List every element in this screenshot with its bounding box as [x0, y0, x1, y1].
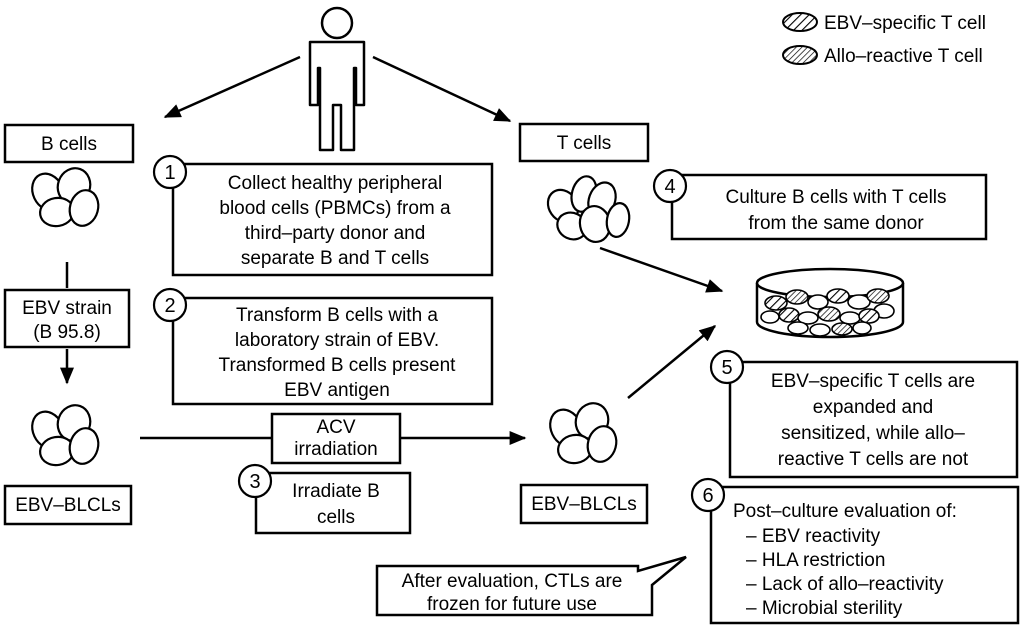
legend-ebv-specific: EBV–specific T cell — [782, 12, 986, 34]
svg-text:reactive T cells are not: reactive T cells are not — [778, 449, 969, 470]
callout-bubble: After evaluation, CTLs are frozen for fu… — [375, 555, 687, 617]
svg-text:third–party donor and: third–party donor and — [245, 223, 426, 244]
donor-arrows — [163, 55, 512, 123]
svg-text:(B 95.8): (B 95.8) — [33, 322, 101, 343]
step-1: 1 Collect healthy peripheral blood cells… — [152, 154, 494, 277]
svg-text:sensitized, while allo–: sensitized, while allo– — [781, 423, 965, 444]
legend: EBV–specific T cell Allo–reactive T cell — [782, 12, 986, 67]
t-cell-cluster-icon — [546, 175, 631, 244]
arrow-to-b-cells — [163, 55, 301, 119]
step-6-item: – HLA restriction — [746, 550, 885, 571]
b-cells-label: B cells — [3, 123, 135, 164]
step-4: 4 Culture B cells with T cells from the … — [652, 168, 988, 241]
svg-text:EBV antigen: EBV antigen — [284, 380, 390, 401]
legend-label-allo-reactive: Allo–reactive T cell — [824, 46, 983, 67]
step-6: 6 Post–culture evaluation of: – EBV reac… — [690, 477, 1020, 625]
petri-dish-icon — [755, 267, 905, 339]
step-6-title: Post–culture evaluation of: — [733, 501, 957, 522]
svg-text:separate B and T cells: separate B and T cells — [241, 248, 429, 269]
svg-text:irradiation: irradiation — [294, 439, 377, 460]
ebv-blcls-left-label: EBV–BLCLs — [3, 484, 133, 526]
step-3: 3 Irradiate B cells — [237, 463, 412, 535]
svg-text:EBV–BLCLs: EBV–BLCLs — [531, 494, 637, 515]
svg-text:from the same donor: from the same donor — [748, 213, 924, 234]
svg-text:EBV–BLCLs: EBV–BLCLs — [15, 495, 121, 516]
blcls-to-culture-arrow — [627, 325, 717, 399]
ebv-blcl-cluster-left-icon — [31, 404, 100, 467]
svg-text:Culture B cells with T cells: Culture B cells with T cells — [725, 187, 946, 208]
t-cells-label: T cells — [518, 122, 650, 163]
svg-text:Collect healthy peripheral: Collect healthy peripheral — [228, 173, 442, 194]
svg-text:expanded and: expanded and — [813, 397, 933, 418]
callout-line-2: frozen for future use — [427, 594, 597, 615]
step-1-number: 1 — [164, 162, 175, 184]
step-6-number: 6 — [702, 485, 713, 507]
step-6-item: – EBV reactivity — [746, 526, 881, 547]
svg-text:laboratory strain of EBV.: laboratory strain of EBV. — [235, 330, 439, 351]
step-2: 2 Transform B cells with a laboratory st… — [152, 287, 494, 406]
legend-allo-reactive: Allo–reactive T cell — [782, 45, 983, 67]
step-2-number: 2 — [164, 295, 175, 317]
callout-line-1: After evaluation, CTLs are — [402, 571, 623, 592]
svg-text:Transform B cells with a: Transform B cells with a — [236, 305, 438, 326]
ebv-blcls-right-label: EBV–BLCLs — [519, 483, 649, 525]
b-cell-cluster-icon — [31, 167, 100, 228]
svg-text:B cells: B cells — [41, 134, 97, 155]
svg-text:ACV: ACV — [316, 417, 355, 438]
ebv-strain-label: EBV strain (B 95.8) — [3, 288, 131, 349]
step-3-number: 3 — [249, 471, 260, 493]
svg-text:EBV–specific T cells are: EBV–specific T cells are — [771, 371, 975, 392]
legend-label-ebv-specific: EBV–specific T cell — [824, 13, 986, 34]
step-6-item: – Lack of allo–reactivity — [746, 574, 944, 595]
svg-text:EBV strain: EBV strain — [22, 298, 112, 319]
step-4-number: 4 — [664, 176, 675, 198]
svg-text:Transformed B cells present: Transformed B cells present — [219, 355, 457, 376]
step-6-item: – Microbial sterility — [746, 598, 903, 619]
svg-text:blood cells (PBMCs) from a: blood cells (PBMCs) from a — [219, 198, 451, 219]
step-5-number: 5 — [721, 357, 732, 379]
step-5: 5 EBV–specific T cells are expanded and … — [709, 349, 1019, 479]
svg-text:T cells: T cells — [557, 133, 612, 154]
t-cells-to-culture-arrow — [599, 246, 724, 293]
svg-text:cells: cells — [317, 507, 355, 528]
acv-irradiation-label: ACV irradiation — [270, 412, 402, 465]
svg-text:Irradiate B: Irradiate B — [292, 481, 380, 502]
arrow-to-t-cells — [372, 55, 512, 123]
ebv-blcl-cluster-right-icon — [549, 402, 618, 465]
person-icon — [308, 6, 366, 152]
